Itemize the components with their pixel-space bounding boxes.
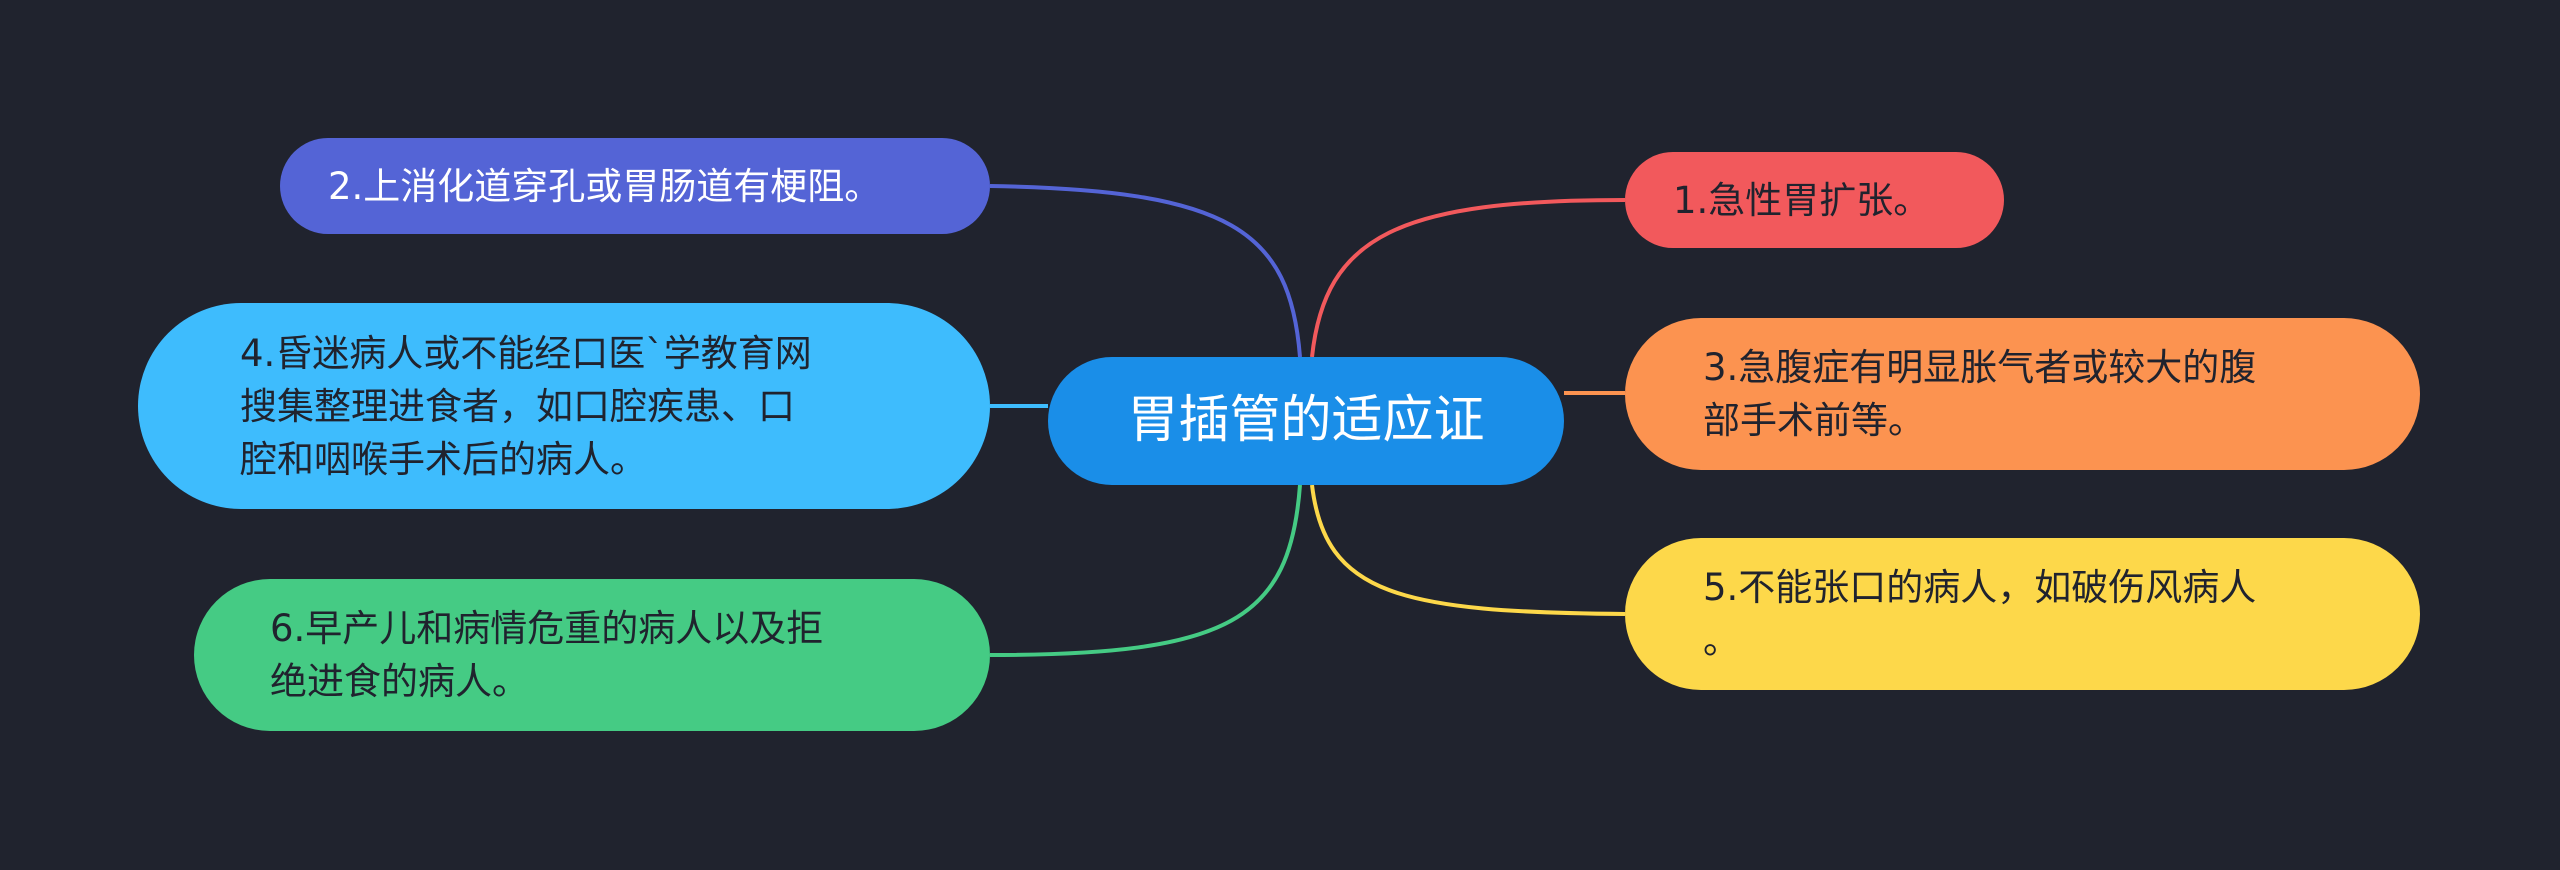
connector-to-node-1 [1310,198,1626,358]
central-topic-label: 胃插管的适应证 [1127,391,1485,450]
branch-node-4-label: 4.昏迷病人或不能经口医`学教育网 搜集整理进食者，如口腔疾患、口 腔和咽喉手术… [240,331,812,481]
connector-to-node-2 [989,184,1302,358]
branch-node-3[interactable]: 3.急腹症有明显胀气者或较大的腹 部手术前等。 [1625,318,2420,470]
branch-node-6-label: 6.早产儿和病情危重的病人以及拒 绝进食的病人。 [270,607,824,703]
branch-node-1[interactable]: 1.急性胃扩张。 [1625,152,2004,248]
central-topic-node[interactable]: 胃插管的适应证 [1048,357,1564,485]
branch-node-5-label: 5.不能张口的病人，如破伤风病人 。 [1703,566,2257,662]
branch-node-4[interactable]: 4.昏迷病人或不能经口医`学教育网 搜集整理进食者，如口腔疾患、口 腔和咽喉手术… [138,303,990,509]
connector-to-node-6 [989,484,1302,657]
branch-node-5[interactable]: 5.不能张口的病人，如破伤风病人 。 [1625,538,2420,690]
branch-node-2[interactable]: 2.上消化道穿孔或胃肠道有梗阻。 [280,138,990,234]
branch-node-6[interactable]: 6.早产儿和病情危重的病人以及拒 绝进食的病人。 [194,579,990,731]
branch-node-1-label: 1.急性胃扩张。 [1673,178,1931,222]
branch-node-2-label: 2.上消化道穿孔或胃肠道有梗阻。 [328,164,882,208]
connector-to-node-5 [1310,484,1626,616]
branch-node-3-label: 3.急腹症有明显胀气者或较大的腹 部手术前等。 [1703,346,2257,442]
